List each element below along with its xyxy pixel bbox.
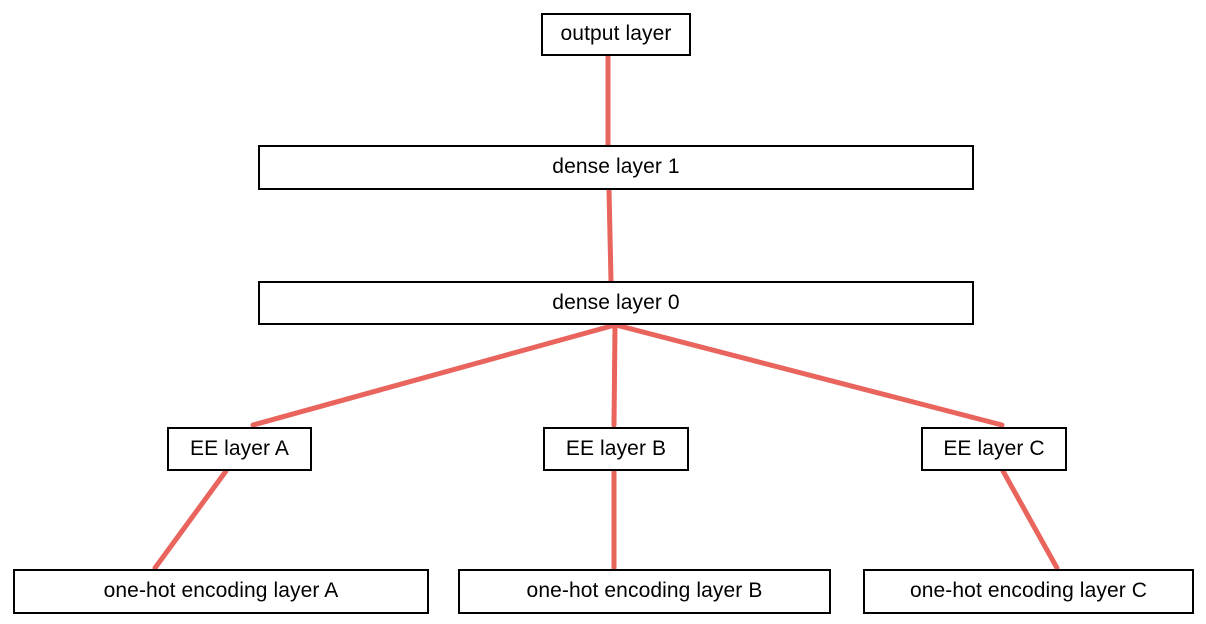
node-one-hot-encoding-layer-c[interactable]: one-hot encoding layer C (863, 569, 1194, 614)
edge-ee-c-to-dense0 (613, 322, 1005, 428)
edge-dense0-to-dense1 (606, 187, 614, 284)
node-dense-layer-0[interactable]: dense layer 0 (258, 281, 974, 325)
node-ee-layer-c-label: EE layer C (943, 436, 1045, 460)
edge-onehot-c-to-ee-c (1000, 468, 1060, 571)
node-one-hot-encoding-layer-b-label: one-hot encoding layer B (526, 579, 763, 602)
node-ee-layer-b[interactable]: EE layer B (543, 427, 689, 471)
node-output-layer-label: output layer (560, 22, 672, 45)
node-dense-layer-1-label: dense layer 1 (552, 155, 680, 178)
node-ee-layer-a-label: EE layer A (189, 436, 290, 460)
edge-ee-a-to-dense0 (250, 322, 618, 428)
node-dense-layer-1[interactable]: dense layer 1 (258, 145, 974, 190)
node-ee-layer-a[interactable]: EE layer A (167, 427, 312, 471)
edge-onehot-a-to-ee-a (152, 468, 229, 571)
node-one-hot-encoding-layer-a-label: one-hot encoding layer A (103, 579, 339, 602)
node-output-layer[interactable]: output layer (541, 13, 691, 56)
edge-ee-b-to-dense0 (611, 322, 618, 428)
node-ee-layer-b-label: EE layer B (565, 436, 667, 460)
node-ee-layer-c[interactable]: EE layer C (921, 427, 1067, 471)
node-one-hot-encoding-layer-a[interactable]: one-hot encoding layer A (13, 569, 429, 614)
node-one-hot-encoding-layer-b[interactable]: one-hot encoding layer B (458, 569, 831, 614)
node-one-hot-encoding-layer-c-label: one-hot encoding layer C (909, 579, 1148, 602)
node-dense-layer-0-label: dense layer 0 (552, 290, 680, 314)
